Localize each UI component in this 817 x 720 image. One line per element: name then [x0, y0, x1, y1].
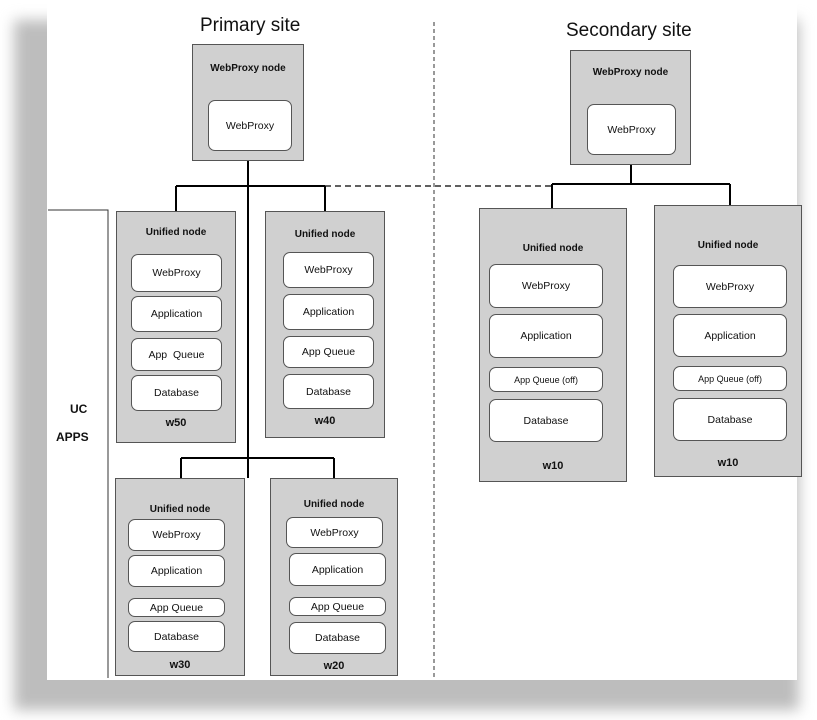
database-component: Database [289, 622, 386, 654]
app-queue-component: App Queue [283, 336, 374, 368]
unified-node-w20: Unified node WebProxy Application App Qu… [270, 478, 398, 676]
app-queue-component: App Queue [131, 338, 222, 371]
app-queue-component: App Queue [289, 597, 386, 616]
unified-node-title: Unified node [145, 227, 207, 238]
application-component: Application [289, 553, 386, 586]
node-id: w40 [314, 415, 336, 427]
application-component: Application [131, 296, 222, 332]
database-component: Database [673, 398, 787, 441]
unified-node-w30: Unified node WebProxy Application App Qu… [115, 478, 245, 676]
webproxy-component: WebProxy [673, 265, 787, 308]
primary-site-title: Primary site [200, 15, 301, 36]
side-label-apps: APPS [56, 430, 89, 444]
webproxy-node-title: WebProxy node [592, 67, 669, 78]
webproxy-component: WebProxy [131, 254, 222, 292]
node-id: w10 [717, 457, 739, 469]
node-id: w10 [542, 460, 564, 472]
application-component: Application [128, 555, 225, 587]
unified-node-title: Unified node [294, 229, 356, 240]
node-id: w20 [323, 660, 345, 672]
database-component: Database [128, 621, 225, 652]
unified-node-title: Unified node [697, 240, 759, 251]
unified-node-secondary-left: Unified node WebProxy Application App Qu… [479, 208, 627, 482]
webproxy-node-title: WebProxy node [210, 63, 286, 74]
database-component: Database [131, 375, 222, 411]
app-queue-off-component: App Queue (off) [673, 366, 787, 391]
webproxy-node-secondary: WebProxy node WebProxy [570, 50, 691, 165]
app-queue-component: App Queue [128, 598, 225, 617]
uc-apps-bracket [48, 209, 109, 678]
webproxy-node-primary: WebProxy node WebProxy [192, 44, 304, 161]
webproxy-component: WebProxy [283, 252, 374, 288]
unified-node-title: Unified node [522, 243, 584, 254]
unified-node-w50: Unified node WebProxy Application App Qu… [116, 211, 236, 443]
database-component: Database [489, 399, 603, 442]
secondary-site-title: Secondary site [566, 20, 692, 41]
webproxy-component: WebProxy [286, 517, 383, 548]
node-id: w30 [169, 659, 191, 671]
unified-node-w40: Unified node WebProxy Application App Qu… [265, 211, 385, 438]
database-component: Database [283, 374, 374, 409]
side-label-uc: UC [70, 402, 88, 416]
application-component: Application [673, 314, 787, 357]
webproxy-component: WebProxy [208, 100, 292, 151]
unified-node-secondary-right: Unified node WebProxy Application App Qu… [654, 205, 802, 477]
app-queue-off-component: App Queue (off) [489, 367, 603, 392]
webproxy-component: WebProxy [128, 519, 225, 551]
application-component: Application [283, 294, 374, 330]
unified-node-title: Unified node [149, 504, 211, 515]
unified-node-title: Unified node [303, 499, 365, 510]
node-id: w50 [165, 417, 187, 429]
webproxy-component: WebProxy [587, 104, 676, 155]
webproxy-component: WebProxy [489, 264, 603, 308]
application-component: Application [489, 314, 603, 358]
